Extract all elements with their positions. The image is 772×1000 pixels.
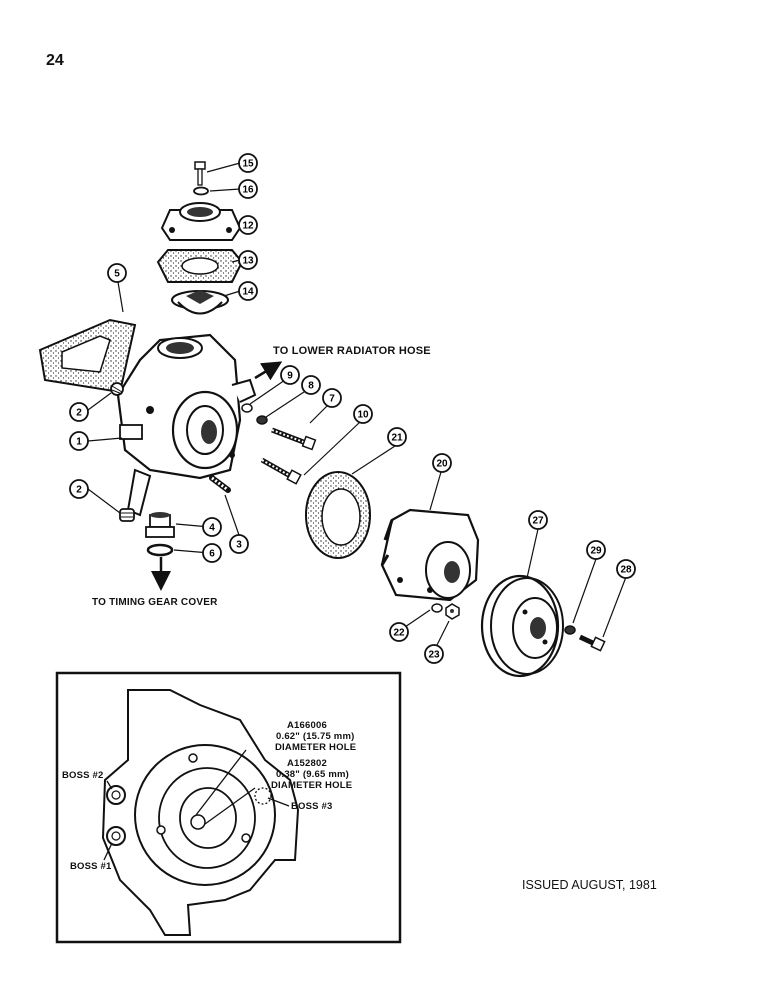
lockwasher-8: [256, 415, 268, 425]
inset-part1-number: A166006: [287, 720, 327, 731]
washer-9: [241, 403, 253, 413]
bolt-7: [271, 427, 317, 451]
svg-text:5: 5: [114, 269, 120, 280]
callout-22: 22: [389, 622, 409, 642]
radiator-hose-note: TO LOWER RADIATOR HOSE: [273, 345, 431, 357]
svg-text:20: 20: [436, 459, 448, 470]
thermostat-14: [171, 290, 229, 315]
callout-20: 20: [432, 453, 452, 473]
callout-4: 4: [202, 517, 222, 537]
callout-28: 28: [616, 559, 636, 579]
callout-2-upper: 2: [69, 402, 89, 422]
inset-part1-size: 0.62" (15.75 mm): [276, 731, 355, 742]
gasket-5: [38, 318, 137, 394]
svg-text:8: 8: [308, 381, 314, 392]
svg-text:28: 28: [620, 565, 632, 576]
bolt-15: [194, 161, 206, 186]
leader-lines: [87, 162, 627, 652]
svg-text:29: 29: [590, 546, 602, 557]
timing-gear-note: TO TIMING GEAR COVER: [92, 597, 218, 608]
svg-text:13: 13: [242, 256, 254, 267]
inset-part2-size: 0.38" (9.65 mm): [276, 769, 349, 780]
inset-part2-number: A152802: [287, 758, 327, 769]
svg-text:23: 23: [428, 650, 440, 661]
callout-15: 15: [238, 153, 258, 173]
callout-6: 6: [202, 543, 222, 563]
svg-text:15: 15: [242, 159, 254, 170]
callout-2-lower: 2: [69, 479, 89, 499]
pulley-27: [480, 574, 564, 678]
svg-text:7: 7: [329, 394, 335, 405]
inset-boss1-label: BOSS #1: [70, 861, 112, 872]
pump-body-1: [116, 333, 257, 517]
callout-5: 5: [107, 263, 127, 283]
inset-part1-desc: DIAMETER HOLE: [275, 742, 357, 753]
callout-16: 16: [238, 179, 258, 199]
callout-27: 27: [528, 510, 548, 530]
svg-text:27: 27: [532, 516, 544, 527]
fitting-4: [145, 512, 175, 538]
inset-boss2-label: BOSS #2: [62, 770, 104, 781]
issued-date: ISSUED AUGUST, 1981: [522, 878, 657, 892]
svg-text:14: 14: [242, 287, 254, 298]
stud-3: [209, 475, 231, 493]
page-number: 24: [46, 52, 64, 69]
callout-14: 14: [238, 281, 258, 301]
thermostat-housing-12: [160, 202, 242, 241]
svg-text:2: 2: [76, 408, 82, 419]
svg-text:16: 16: [242, 185, 254, 196]
inset-detail: [55, 671, 402, 944]
svg-text:22: 22: [393, 628, 405, 639]
callout-3: 3: [229, 534, 249, 554]
washer-22: [431, 603, 443, 613]
callout-10: 10: [353, 404, 373, 424]
svg-text:6: 6: [209, 549, 215, 560]
callout-8: 8: [301, 375, 321, 395]
gasket-21: [305, 471, 371, 559]
callout-9: 9: [280, 365, 300, 385]
impeller-housing-20: [380, 508, 480, 602]
svg-text:4: 4: [209, 523, 215, 534]
svg-text:9: 9: [287, 371, 293, 382]
svg-text:3: 3: [236, 540, 242, 551]
inset-part2-desc: DIAMETER HOLE: [271, 780, 353, 791]
radiator-arrow: [254, 361, 283, 381]
svg-text:1: 1: [76, 437, 82, 448]
bolt-28: [578, 634, 606, 652]
callout-21: 21: [387, 427, 407, 447]
plug-2-lower: [119, 508, 135, 522]
plug-2-upper: [110, 382, 124, 396]
washer-16: [193, 186, 209, 196]
washer-29: [564, 625, 576, 635]
svg-text:2: 2: [76, 485, 82, 496]
callout-1: 1: [69, 431, 89, 451]
svg-text:12: 12: [242, 221, 254, 232]
callout-12: 12: [238, 215, 258, 235]
callout-29: 29: [586, 540, 606, 560]
svg-text:10: 10: [357, 410, 369, 421]
bolt-10: [260, 457, 302, 485]
callout-13: 13: [238, 250, 258, 270]
inset-boss3-label: BOSS #3: [291, 801, 333, 812]
callout-7: 7: [322, 388, 342, 408]
svg-text:21: 21: [391, 433, 403, 444]
nut-23: [445, 603, 460, 620]
o-ring-6: [146, 543, 174, 557]
gasket-13: [156, 249, 244, 283]
callout-23: 23: [424, 644, 444, 664]
